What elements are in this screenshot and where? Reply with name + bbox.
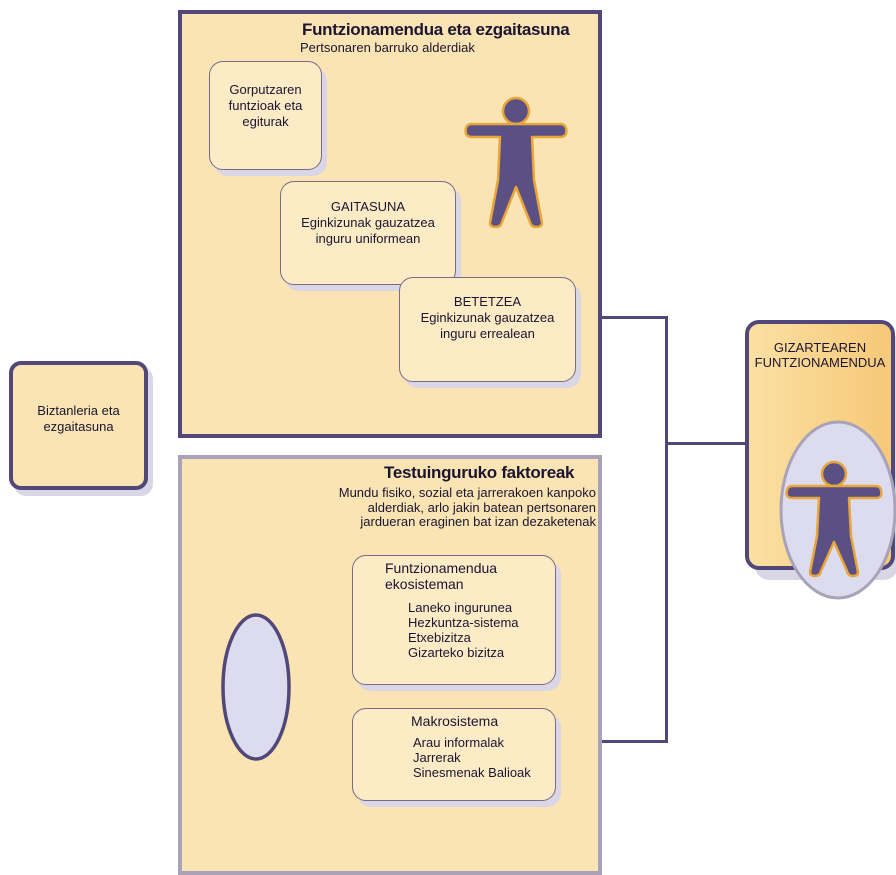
ecosystem-item: Hezkuntza-sistema: [408, 615, 519, 630]
ecosystem-title-line1: Funtzionamendua: [385, 560, 498, 576]
social-line2: FUNTZIONAMENDUA: [754, 355, 886, 370]
ecosystem-title-line2: ekosisteman: [385, 576, 464, 592]
performance-card: BETETZEA Eginkizunak gauzatzea inguru er…: [399, 277, 576, 382]
functioning-title: Funtzionamendua eta ezgaitasuna: [302, 20, 570, 39]
social-line1: GIZARTEAREN: [773, 340, 867, 355]
macrosystem-item: Arau informalak: [413, 735, 505, 750]
macrosystem-item: Sinesmenak Balioak: [413, 765, 531, 780]
context-desc: Mundu fisiko, sozial eta jarrerakoen kan…: [240, 485, 596, 530]
ecosystem-item: Etxebizitza: [408, 630, 471, 645]
body-functions-card: Gorputzaren funtzioak eta egiturak: [209, 61, 322, 170]
person-figure-icon: [785, 460, 883, 578]
ecosystem-item: Gizarteko bizitza: [408, 645, 505, 660]
performance-title: BETETZEA: [453, 294, 522, 309]
population-box: Biztanleria eta ezgaitasuna: [9, 361, 148, 490]
body-functions-line1: Gorputzaren: [229, 82, 302, 97]
context-title: Testuinguruko faktoreak: [384, 463, 575, 482]
population-line2: ezgaitasuna: [43, 419, 114, 434]
macrosystem-title: Makrosistema: [411, 713, 499, 729]
connector-top: [602, 316, 666, 319]
context-desc-line1: Mundu fisiko, sozial eta jarrerakoen kan…: [338, 485, 596, 500]
connector-to-social: [665, 442, 745, 445]
connector-bottom: [602, 740, 668, 743]
macrosystem-card: Makrosistema Arau informalak Jarrerak Si…: [352, 708, 556, 801]
capacity-title: GAITASUNA: [330, 199, 406, 214]
performance-line1: Eginkizunak gauzatzea: [420, 310, 555, 325]
ecosystem-card: Funtzionamendua ekosisteman Laneko ingur…: [352, 555, 556, 685]
ecosystem-item: Laneko ingurunea: [408, 600, 513, 615]
functioning-subtitle: Pertsonaren barruko alderdiak: [300, 40, 475, 55]
population-line1: Biztanleria eta: [37, 403, 120, 418]
capacity-line1: Eginkizunak gauzatzea: [301, 215, 435, 230]
capacity-line2: inguru uniformean: [315, 231, 421, 246]
body-functions-line2: funtzioak eta: [228, 98, 303, 113]
connector-vertical: [665, 316, 668, 742]
person-figure-icon: [464, 96, 568, 229]
context-desc-line2: alderdiak, arlo jakin batean pertsonaren: [367, 499, 596, 515]
macrosystem-item: Jarrerak: [413, 750, 461, 765]
context-oval: [221, 613, 291, 761]
performance-line2: inguru errealean: [440, 326, 535, 341]
capacity-card: GAITASUNA Eginkizunak gauzatzea inguru u…: [280, 181, 456, 285]
body-functions-line3: egiturak: [242, 114, 289, 129]
context-desc-line3: jardueran eraginen bat izan dezaketenak: [360, 514, 596, 529]
